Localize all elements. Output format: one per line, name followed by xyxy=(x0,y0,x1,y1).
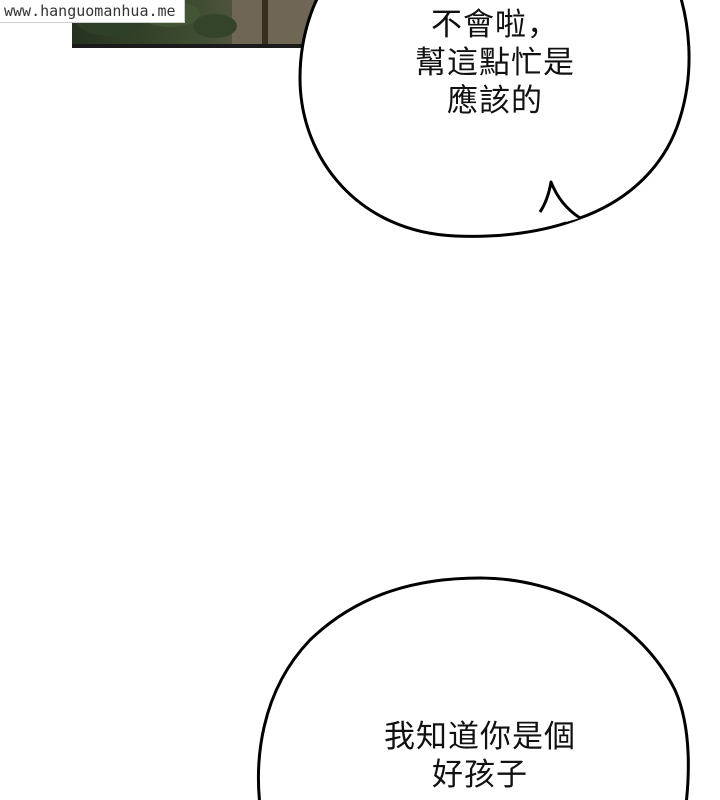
speech-bubble-top-tail-outline xyxy=(538,180,581,220)
watermark-label: www.hanguomanhua.me xyxy=(0,0,185,23)
speech-bubble-top xyxy=(298,0,691,238)
scene-post xyxy=(262,0,268,44)
speech-line: 應該的 xyxy=(447,83,543,119)
scene-foliage xyxy=(193,14,237,38)
speech-bubble-bottom-text: 我知道你是個 好孩子 xyxy=(330,718,630,794)
speech-bubble-top-text: 不會啦， 幫這點忙是 應該的 xyxy=(380,6,610,120)
speech-line: 我知道你是個 xyxy=(384,719,576,755)
speech-line: 好孩子 xyxy=(432,757,528,793)
scene-bottom-edge xyxy=(72,44,332,48)
speech-bubble-bottom xyxy=(257,576,690,800)
speech-line: 幫這點忙是 xyxy=(415,45,575,81)
speech-line: 不會啦， xyxy=(431,7,559,43)
